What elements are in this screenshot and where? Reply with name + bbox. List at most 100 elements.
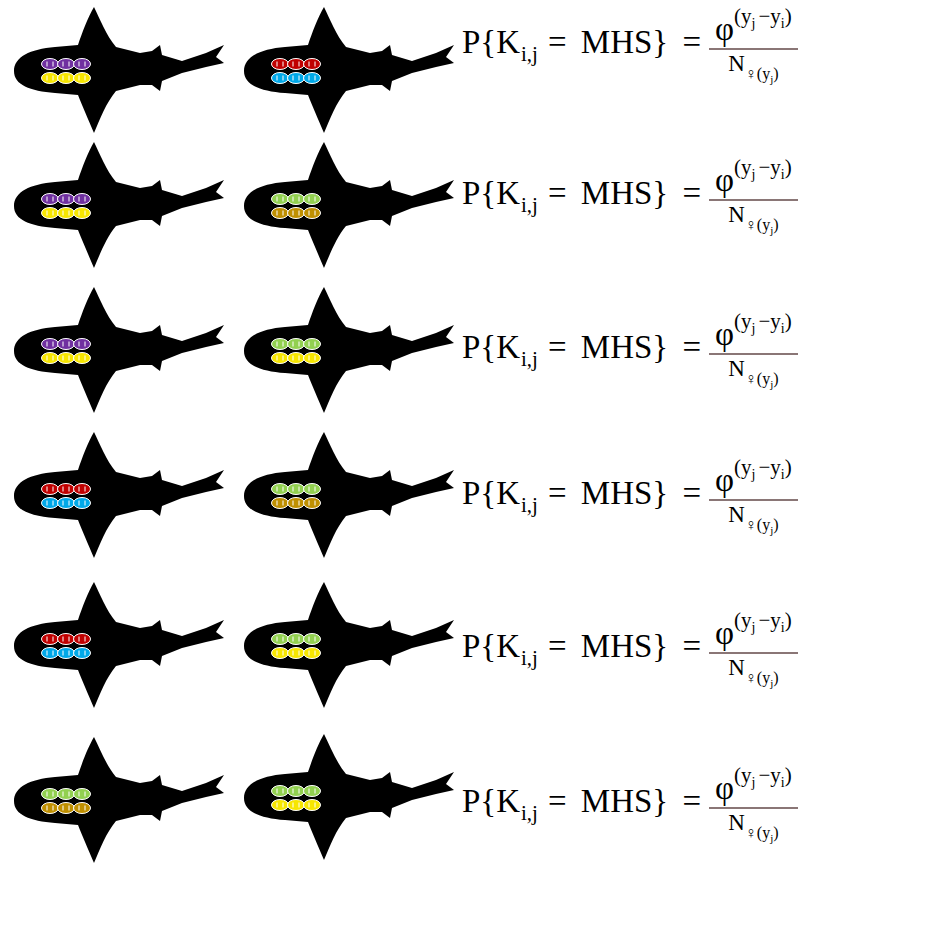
exponent-text: (y [734,608,752,632]
formula-text: = MHS} = [548,783,701,819]
formula-text: N [728,810,745,835]
chromosome [272,73,321,84]
formula-lhs: P{Ki,j= MHS} = [462,628,701,669]
subscript-text: j [770,73,773,85]
formula-lhs: P{Ki,j= MHS} = [462,783,701,824]
fraction: φ(yj−yi)N♀(yj) [709,609,798,688]
subscript-text: ) [773,370,778,387]
chromosome [272,634,321,645]
subscript-text: ) [773,65,778,82]
shark [14,7,224,133]
subscript-text: j [752,620,756,635]
shark [14,737,224,863]
subscript-text: i [781,321,785,336]
formula-text: P{K [462,329,520,365]
shark [244,142,454,268]
formula-text: φ [715,11,734,47]
subscript-text: i,j [521,493,538,517]
exponent: (yj−yi) [734,155,792,179]
subscript-text: ) [773,516,778,533]
formula-text: N [728,202,745,227]
chromosome [272,353,321,364]
chromosome [42,803,91,814]
exponent-text: (y [734,763,752,787]
chromosome [272,786,321,797]
chromosome [42,73,91,84]
fraction-numerator: φ(yj−yi) [709,764,798,809]
subscript-text: ♀ [745,824,757,841]
shark [244,582,454,708]
exponent-text: ) [785,455,792,479]
chromosome [42,648,91,659]
probability-formula: P{Ki,j= MHS} =φ(yj−yi)N♀(yj) [462,764,798,843]
exponent-text: −y [758,309,780,333]
subscript-text: (y [757,370,770,387]
fraction-numerator: φ(yj−yi) [709,5,798,50]
subscript-text: j [770,832,773,844]
formula-text: N [728,356,745,381]
probability-formula: P{Ki,j= MHS} =φ(yj−yi)N♀(yj) [462,310,798,389]
formula-text: = MHS} = [548,329,701,365]
formula-text: P{K [462,24,520,60]
exponent-text: −y [758,4,780,28]
formula-text: φ [715,316,734,352]
exponent: (yj−yi) [734,608,792,632]
subscript-text: ♀ [745,216,757,233]
shark [14,287,224,413]
exponent: (yj−yi) [734,4,792,28]
shark [244,7,454,133]
denominator-subscript: ♀(yj) [745,824,779,841]
shark [244,287,454,413]
chromosome [42,339,91,350]
chromosome [272,648,321,659]
fraction: φ(yj−yi) N♀(yj) [709,156,798,235]
formula-text: P{K [462,628,520,664]
subscript-text: i [781,16,785,31]
subscript-text: (y [757,216,770,233]
probability-formula: P{Ki,j= MHS} =φ(yj−yi)N♀(yj) [462,609,798,688]
exponent-text: (y [734,455,752,479]
formula-text: = MHS} = [548,475,701,511]
subscript-text: j [770,524,773,536]
formula-text: N [728,51,745,76]
chromosome [42,208,91,219]
chromosome [42,194,91,205]
exponent-text: ) [785,608,792,632]
subscript-text: ♀ [745,370,757,387]
subscript-text: j [770,677,773,689]
subscript-text: j [752,775,756,790]
denominator-subscript: ♀(yj) [745,516,779,533]
exponent-text: ) [785,763,792,787]
subscript-text: j [752,16,756,31]
formula-text: φ [715,162,734,198]
chromosome [42,789,91,800]
exponent: (yj−yi) [734,763,792,787]
subscript-text: i [781,620,785,635]
subscript-text: j [752,321,756,336]
fraction-numerator: φ(yj−yi) [709,310,798,355]
exponent-text: (y [734,155,752,179]
formula-text: P{K [462,783,520,819]
subscript-text: ) [773,669,778,686]
subscript-text: j [752,467,756,482]
exponent-text: −y [758,763,780,787]
formula-text: = MHS} = [548,175,701,211]
chromosome [272,208,321,219]
shark [14,432,224,558]
subscript-text: (y [757,824,770,841]
subscript-text: i,j [521,42,538,66]
denominator-subscript: ♀(yj) [745,669,779,686]
fraction: φ(yj−yi)N♀(y j) [709,310,798,389]
subscript-text: ) [773,824,778,841]
denominator-subscript: ♀(yj) [745,216,779,233]
chromosome [272,800,321,811]
fraction-numerator: φ(yj−yi) [709,456,798,501]
exponent-text: ) [785,4,792,28]
subscript-text: (y [757,669,770,686]
formula-text: φ [715,462,734,498]
fraction-denominator: N♀(yj) [722,50,784,84]
shark [14,582,224,708]
formula-lhs: P{Ki,j= MHS} = [462,24,701,65]
chromosome [272,339,321,350]
